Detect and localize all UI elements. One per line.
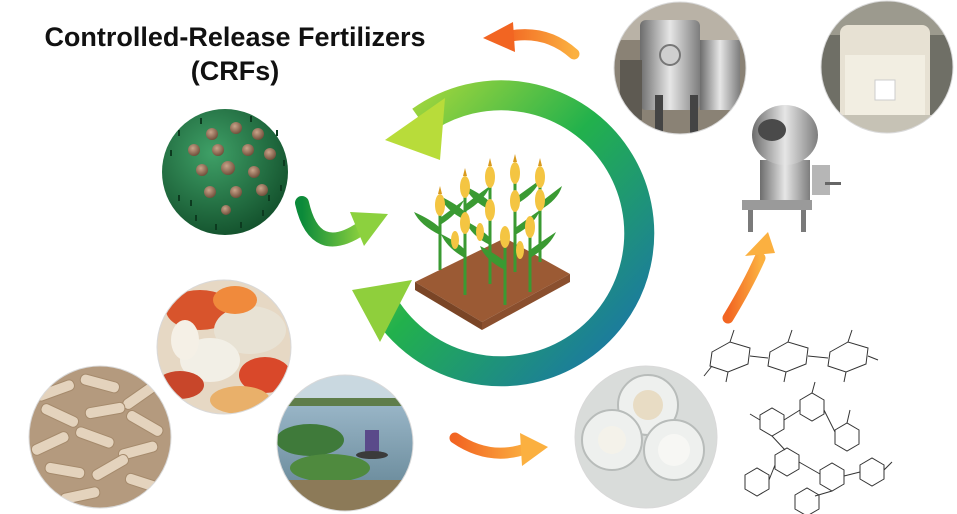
diagram-title: Controlled-Release Fertilizers (CRFs) xyxy=(0,20,470,88)
petri-dish-powders-photo xyxy=(575,366,717,508)
crf-granule-sphere xyxy=(162,109,288,235)
orange-flow-arrow-bottom xyxy=(449,432,548,466)
polysaccharide-structure-icon xyxy=(703,329,879,383)
title-line-2: (CRFs) xyxy=(190,56,280,86)
orange-flow-arrow-top xyxy=(483,22,580,60)
orange-flow-arrow-right xyxy=(722,232,775,324)
coating-drum-machine-icon xyxy=(742,105,841,232)
fruit-peel-waste-photo xyxy=(157,280,291,414)
lignin-structure-icon xyxy=(744,381,893,514)
circular-cycle-arrow xyxy=(352,80,655,387)
title-line-1: Controlled-Release Fertilizers xyxy=(44,22,426,52)
fluidized-bed-coater-photo xyxy=(614,2,746,134)
coated-beaker-photo xyxy=(821,1,953,133)
green-curved-arrow xyxy=(295,196,388,247)
corn-field-icon xyxy=(414,154,570,330)
wood-pellets-photo xyxy=(29,366,171,508)
